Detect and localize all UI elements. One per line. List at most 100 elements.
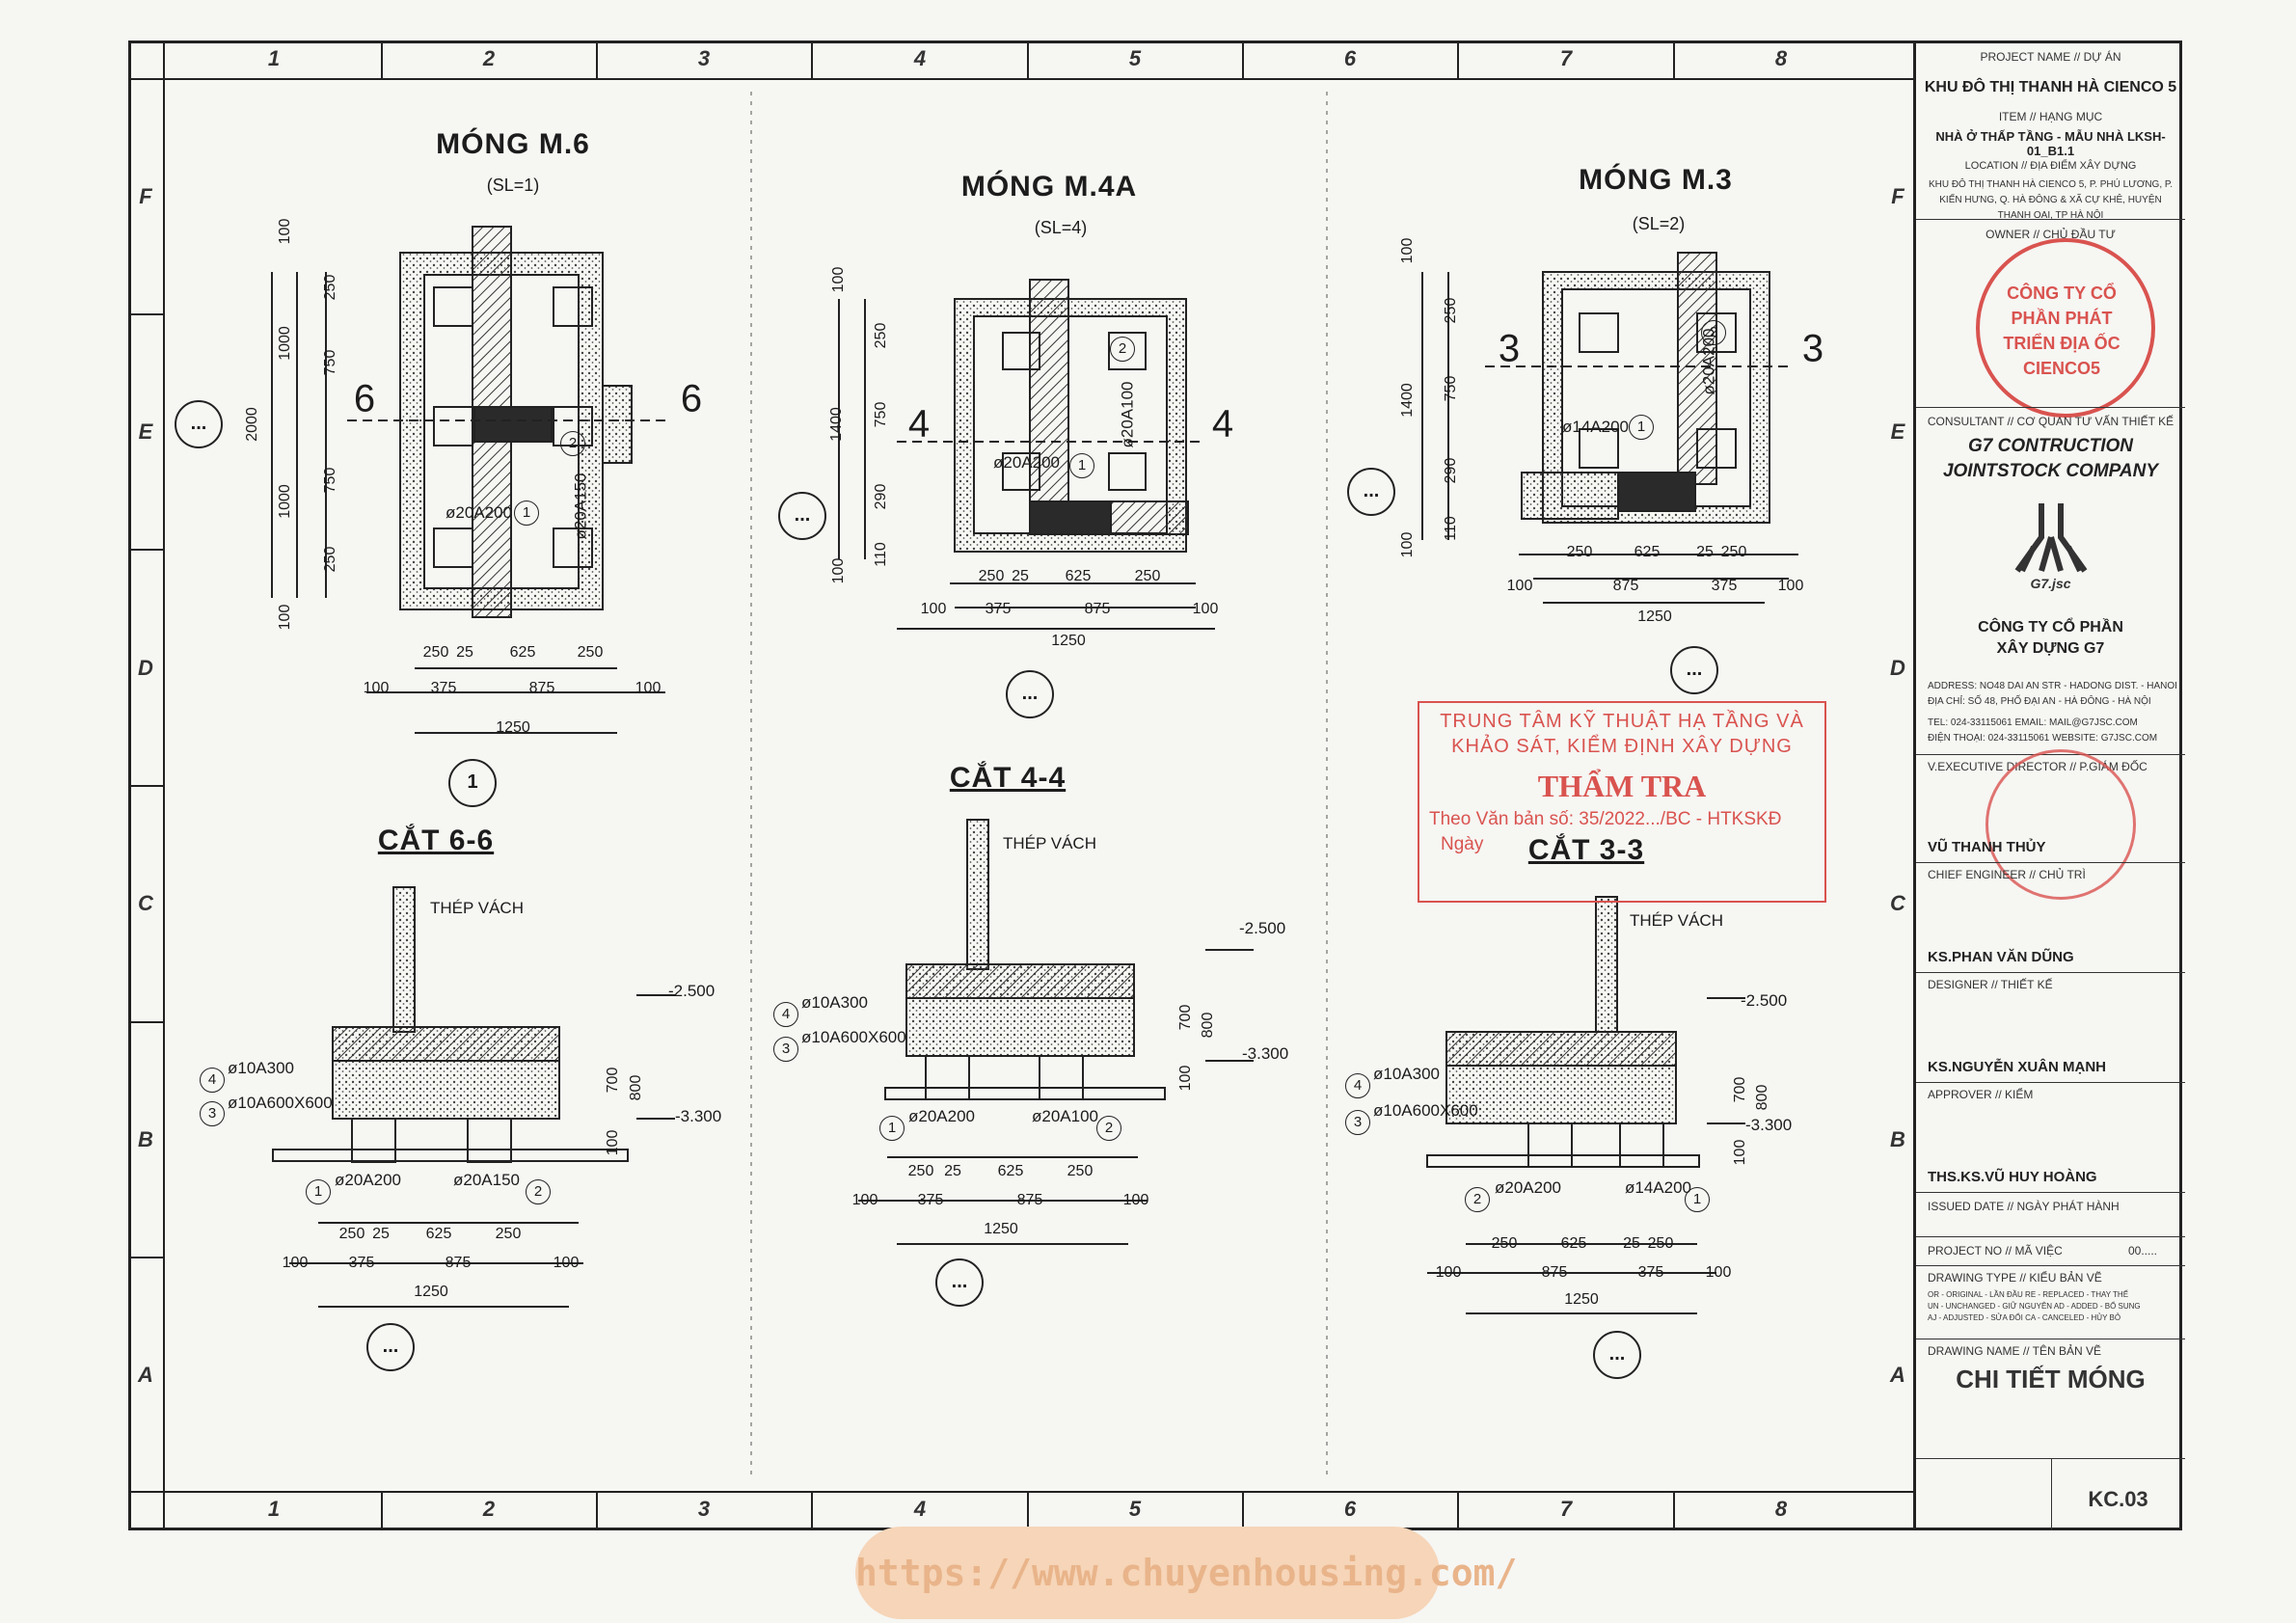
chief-label: CHIEF ENGINEER // CHỦ TRÌ [1928, 868, 2086, 881]
ref-ellipsis-m3: ... [1347, 468, 1395, 516]
dim-s33-6: 875 [1541, 1264, 1568, 1281]
callout-m6-2: ø20A150 [571, 473, 590, 540]
grid-col-2-bottom: 2 [482, 1497, 496, 1521]
dim-s33-5: 100 [1435, 1264, 1462, 1281]
ref-ellipsis-m3-bottom: ... [1670, 646, 1718, 694]
rebar-4-4-1: ø10A300 [801, 993, 868, 1012]
dim-m3-l2: 250 [1443, 297, 1459, 324]
marker-3-s66: 3 [200, 1101, 225, 1126]
grid-row-C: C [138, 891, 153, 915]
watermark-url[interactable]: https://www.chuyenhousing.com/ [855, 1527, 1517, 1619]
drawing-type-3: AJ - ADJUSTED - SỬA ĐỔI CA - CANCELED - … [1928, 1313, 2121, 1322]
rebar-3-3-4: ø14A200 [1625, 1178, 1691, 1197]
designer-label: DESIGNER // THIẾT KẾ [1928, 978, 2053, 991]
review-stamp-line2: KHẢO SÁT, KIỂM ĐỊNH XÂY DỰNG [1451, 736, 1793, 757]
dim-m3-l1: 100 [1399, 237, 1416, 264]
ref-ellipsis-s66: ... [366, 1323, 415, 1371]
grid-col-8-bottom: 8 [1774, 1497, 1788, 1521]
rebar-4-4-3: ø20A200 [908, 1107, 975, 1125]
section-title-6-6: CẮT 6-6 [377, 825, 495, 856]
ref-ellipsis-m4a: ... [778, 492, 826, 540]
review-stamp-line1: TRUNG TÂM KỸ THUẬT HẠ TẦNG VÀ [1440, 711, 1804, 732]
dim-m6-b1: 250 [422, 644, 449, 661]
marker-1-m3: 1 [1629, 415, 1654, 440]
dim-m4a-b7: 875 [1084, 601, 1111, 617]
dim-m4a-b9: 1250 [1051, 633, 1086, 649]
h-6-6-100: 100 [605, 1129, 621, 1156]
level-3-3-bottom: -3.300 [1745, 1116, 1793, 1134]
h-6-6-800: 800 [628, 1074, 644, 1101]
sheet-divider [2051, 1458, 2052, 1530]
divider [1916, 1265, 2185, 1266]
dim-s66-7: 875 [445, 1255, 472, 1271]
dim-m3-l5: 110 [1443, 516, 1459, 541]
drawing-name: CHI TIẾT MÓNG [1956, 1365, 2146, 1393]
grid-col-5-bottom: 5 [1128, 1497, 1142, 1521]
dim-m6-b8: 100 [635, 680, 662, 696]
dim-m6-l5: 250 [322, 546, 338, 573]
item-name: NHÀ Ở THẤP TẦNG - MẪU NHÀ LKSH-01_B1.1 [1935, 129, 2166, 158]
callout-m6-1: ø20A200 [446, 503, 512, 522]
sheet-number: KC.03 [2088, 1487, 2148, 1511]
tel-vn: ĐIỆN THOẠI: 024-33115061 WEBSITE: G7JSC.… [1928, 733, 2158, 744]
plan-sl-m6: (SL=1) [486, 176, 540, 195]
divider [1916, 862, 2185, 863]
h-4-4-100: 100 [1177, 1065, 1194, 1092]
dim-s66-8: 100 [553, 1255, 580, 1271]
rebar-6-6-2: ø10A600X600 [228, 1094, 333, 1112]
dim-m4a-l6: 100 [830, 557, 847, 584]
grid-row-D: D [138, 656, 153, 680]
wall-label-6-6: THÉP VÁCH [430, 899, 524, 917]
dim-m4a-b1: 250 [978, 568, 1005, 584]
grid-row-B-right: B [1890, 1127, 1905, 1151]
marker-2-s44: 2 [1096, 1116, 1121, 1141]
grid-row-D-right: D [1890, 656, 1905, 680]
plan-sl-m3: (SL=2) [1632, 214, 1686, 233]
ref-circle-1: 1 [448, 759, 497, 807]
dim-m3-b4: 250 [1720, 544, 1747, 560]
drawing-type-1: OR - ORIGINAL - LẦN ĐẦU RE - REPLACED - … [1928, 1290, 2129, 1299]
level-4-4-top: -2.500 [1239, 919, 1286, 937]
dim-m4a-b2: 25 [1012, 568, 1029, 584]
section-title-3-3: CẮT 3-3 [1527, 834, 1645, 866]
grid-col-2: 2 [482, 46, 496, 70]
dim-m6-b9: 1250 [496, 719, 530, 736]
h-6-6-700: 700 [605, 1067, 621, 1094]
dim-s44-1: 250 [907, 1163, 934, 1179]
grid-col-7-bottom: 7 [1559, 1497, 1573, 1521]
grid-col-1-bottom: 1 [267, 1497, 281, 1521]
dim-m6-l2: 250 [322, 274, 338, 301]
drawing-type-label: DRAWING TYPE // KIỂU BẢN VẼ [1928, 1271, 2102, 1285]
dim-s66-1: 250 [338, 1226, 365, 1242]
dim-s33-1: 250 [1491, 1235, 1518, 1252]
plan-title-m4a: MÓNG M.4A [960, 171, 1138, 203]
grid-col-4-bottom: 4 [913, 1497, 927, 1521]
dim-m6-b6: 375 [430, 680, 457, 696]
plan-sl-m4a: (SL=4) [1034, 218, 1088, 237]
review-stamp-line4: Theo Văn bản số: 35/2022.../BC - HTKSKĐ [1429, 809, 1782, 829]
dim-m4a-l3: 750 [873, 401, 889, 428]
dim-m4a-b5: 100 [920, 601, 947, 617]
h-3-3-100: 100 [1732, 1139, 1748, 1166]
divider [1916, 219, 2185, 220]
dim-m6-l9: 2000 [244, 407, 260, 442]
project-no-label: PROJECT NO // MÃ VIỆC [1928, 1244, 2063, 1258]
wall-label-3-3: THÉP VÁCH [1630, 911, 1723, 930]
dim-m6-b5: 100 [363, 680, 390, 696]
dim-s66-4: 250 [495, 1226, 522, 1242]
consultant-name-1: G7 CONTRUCTION [1968, 436, 2133, 456]
dim-s44-5: 100 [851, 1192, 878, 1208]
section-mark-6-right: 6 [680, 377, 703, 420]
callout-m4a-2: ø20A100 [1118, 381, 1137, 448]
dim-m3-b9: 1250 [1637, 609, 1672, 625]
h-3-3-700: 700 [1732, 1076, 1748, 1103]
grid-row-A: A [138, 1363, 153, 1387]
h-3-3-800: 800 [1754, 1084, 1770, 1111]
grid-col-1: 1 [267, 46, 281, 70]
grid-col-8: 8 [1774, 46, 1788, 70]
dim-s33-4: 250 [1647, 1235, 1674, 1252]
rebar-6-6-1: ø10A300 [228, 1059, 294, 1077]
director-name: VŨ THANH THỦY [1928, 839, 2046, 855]
grid-col-7: 7 [1559, 46, 1573, 70]
owner-stamp-text: CÔNG TY CỔ PHẦN PHÁT TRIỂN ĐỊA ỐC CIENCO… [2003, 284, 2120, 378]
